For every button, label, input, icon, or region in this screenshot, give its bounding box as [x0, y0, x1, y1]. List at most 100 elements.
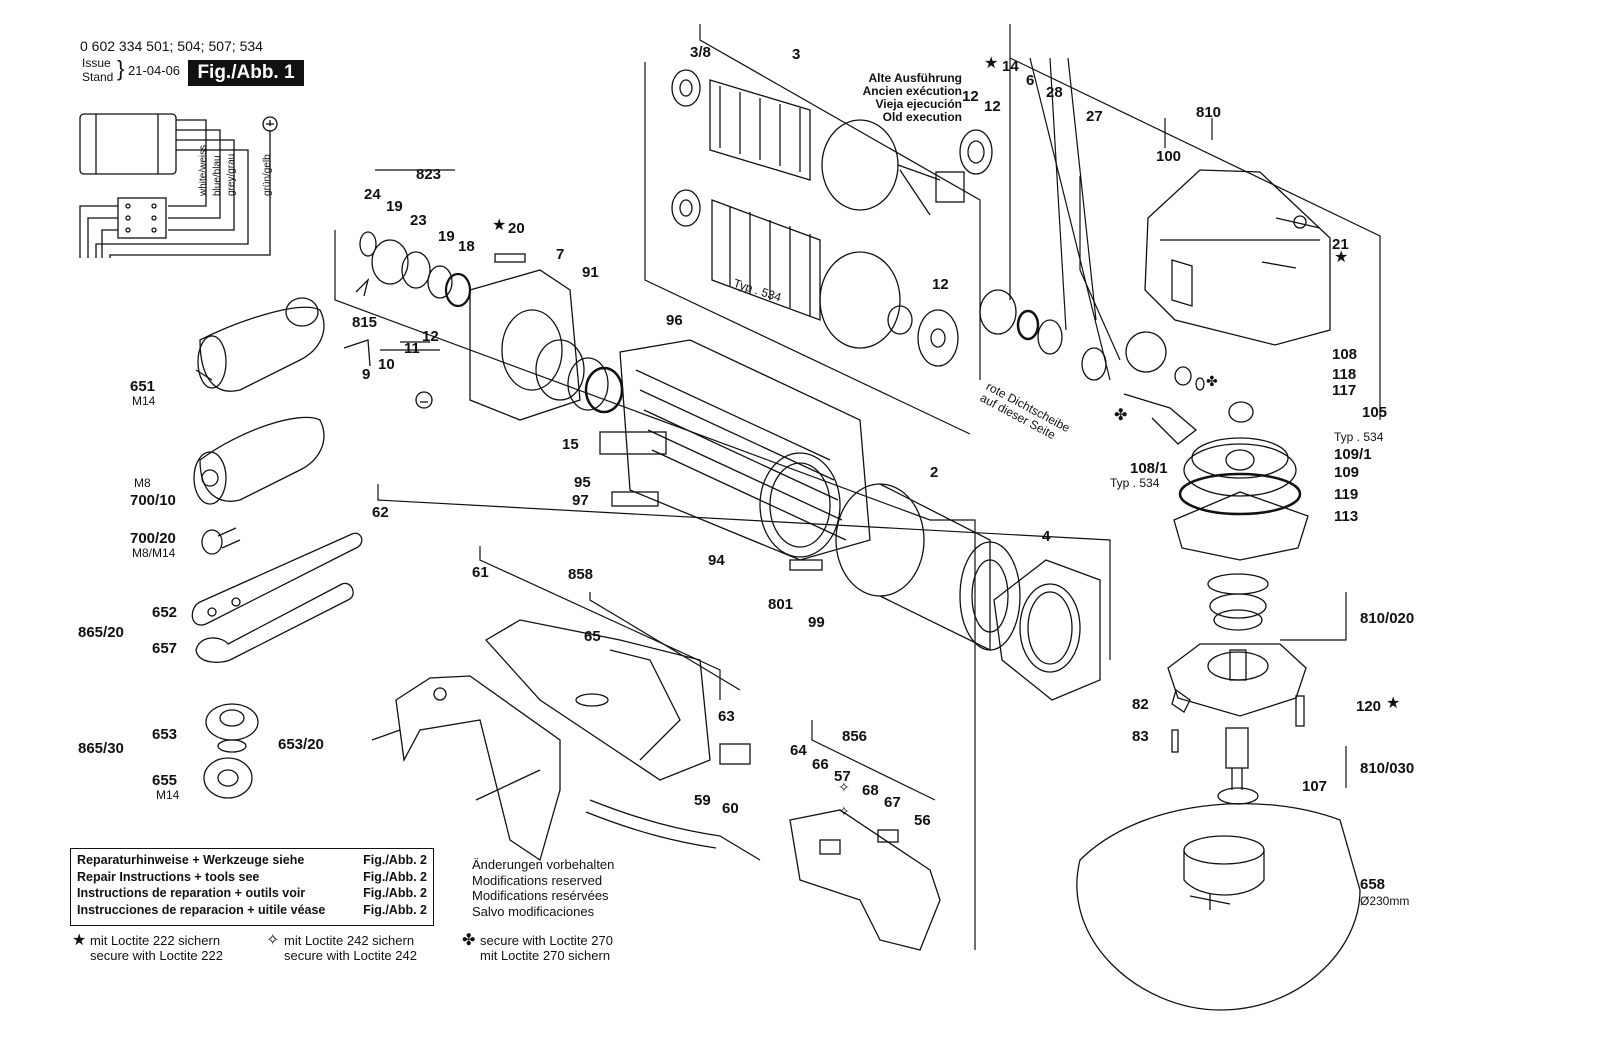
callout-7: 7: [556, 246, 565, 263]
callout-856: 856: [842, 728, 868, 745]
callout-823: 823: [416, 166, 442, 183]
legend-loctite-242: ✧ mit Loctite 242 sichern secure with Lo…: [266, 933, 417, 964]
callout-657: 657: [152, 640, 178, 657]
callout-107: 107: [1302, 778, 1328, 795]
mod-line: Salvo modificaciones: [472, 903, 595, 919]
legend-loctite-222: ★ mit Loctite 222 sichern secure with Lo…: [72, 933, 223, 964]
callout-14: 14: [1002, 58, 1019, 75]
callout-11: 11: [404, 340, 420, 357]
callout-99: 99: [808, 614, 825, 631]
star-icon: ★: [72, 932, 87, 949]
bracket-lines: [334, 24, 1381, 950]
star-icon: ★: [492, 217, 507, 234]
repair-text: Reparaturhinweise + Werkzeuge siehe: [77, 853, 305, 867]
fan-baffle: [993, 559, 1101, 701]
flange-nuts: [203, 703, 259, 799]
callout-865_30: 865/30: [78, 740, 124, 757]
callout-12b: 12: [984, 98, 1001, 115]
callout-24: 24: [364, 186, 381, 203]
callout-18: 18: [458, 238, 475, 255]
repair-row: Repair Instructions + tools see Fig./Abb.…: [77, 869, 427, 886]
repair-row: Reparaturhinweise + Werkzeuge siehe Fig./…: [77, 852, 427, 869]
open-star-icon: ✧: [838, 803, 850, 819]
callout-810_020: 810/020: [1360, 610, 1415, 627]
bearing-parts: [917, 129, 1107, 381]
stator: [835, 483, 1021, 652]
armature-upper: [671, 69, 941, 216]
callout-858: 858: [568, 566, 594, 583]
callout-61: 61: [472, 564, 489, 581]
legend-loctite-270: ✤ secure with Loctite 270 mit Loctite 27…: [462, 933, 613, 964]
repair-text: Instrucciones de reparacion + uitile véa…: [77, 902, 326, 917]
callout-653: 653: [152, 726, 178, 743]
callout-653_20: 653/20: [278, 736, 324, 753]
figure-badge: Fig./Abb. 1: [188, 60, 304, 86]
callout-64: 64: [790, 742, 807, 759]
wire-label-greenyellow: grün/gelb: [262, 154, 273, 196]
star-icon: ★: [1334, 249, 1349, 266]
repair-ref: Fig./Abb. 2: [363, 869, 427, 884]
callout-19a: 19: [386, 198, 403, 215]
callout-12a: 12: [962, 88, 979, 105]
callout-12d: 12: [422, 328, 439, 345]
callout-120: 120: [1356, 698, 1382, 715]
bearing-flange: [469, 253, 624, 421]
screw-700-20: [201, 527, 241, 555]
callout-56: 56: [914, 812, 931, 829]
side-handle-lower: [193, 416, 325, 505]
callout-91: 91: [582, 264, 599, 281]
brace: }: [117, 56, 125, 81]
legend-line: mit Loctite 242 sichern: [284, 933, 415, 948]
legend-line: mit Loctite 222 sichern: [90, 933, 221, 948]
legend-line: mit Loctite 270 sichern: [480, 948, 611, 963]
callout-62: 62: [372, 504, 389, 521]
issue-label: Issue: [82, 56, 111, 70]
open-star-icon: ✧: [838, 779, 850, 795]
repair-row: Instrucciones de reparacion + uitile véa…: [77, 902, 427, 919]
club-icon: ✤: [1114, 407, 1128, 424]
callout-57: 57: [834, 768, 851, 785]
repair-text: Repair Instructions + tools see: [77, 869, 260, 884]
callout-230: Ø230mm: [1360, 894, 1410, 908]
callout-801: 801: [768, 596, 794, 613]
callout-20: 20: [508, 220, 525, 237]
callout-19b: 19: [438, 228, 455, 245]
gear-set: [1123, 331, 1309, 561]
wire-label-grey: grey/grau: [226, 153, 237, 196]
repair-row: Instructions de reparation + outils voir…: [77, 885, 427, 902]
callout-810_030: 810/030: [1360, 760, 1415, 777]
callout-28: 28: [1046, 84, 1063, 101]
callout-117: 117: [1332, 382, 1357, 399]
mod-line: Änderungen vorbehalten: [472, 857, 615, 872]
callout-6: 6: [1026, 72, 1035, 89]
callout-10: 10: [378, 356, 395, 373]
repair-ref: Fig./Abb. 2: [363, 902, 427, 917]
callout-96: 96: [666, 312, 683, 329]
cable-and-module: [585, 799, 941, 951]
callout-27: 27: [1086, 108, 1103, 125]
callout-M8M14: M8/M14: [132, 546, 176, 560]
stand-label: Stand: [82, 70, 114, 84]
legend-line: secure with Loctite 242: [284, 948, 417, 963]
callout-865_20: 865/20: [78, 624, 124, 641]
callout-9: 9: [362, 366, 371, 383]
part-number: 0 602 334 501; 504; 507; 534: [80, 38, 263, 54]
callout-63: 63: [718, 708, 735, 725]
repair-ref: Fig./Abb. 2: [363, 886, 427, 900]
callout-651: 651: [130, 378, 156, 395]
open-star-icon: ✧: [266, 932, 280, 949]
wire-label-blue: blue/blau: [212, 155, 223, 196]
star-icon: ★: [984, 55, 999, 72]
callout-65: 65: [584, 628, 601, 645]
callout-815: 815: [352, 314, 378, 331]
motor-housing: [599, 339, 871, 571]
callout-108_1: 108/1: [1130, 460, 1168, 477]
repair-ref: Fig./Abb. 2: [363, 853, 427, 867]
callout-113: 113: [1334, 508, 1359, 525]
callout-typ534a: Typ . 534: [1334, 430, 1384, 444]
callout-15: 15: [562, 436, 579, 453]
callout-2: 2: [930, 464, 939, 481]
modifications-note: Änderungen vorbehalten Modifications res…: [472, 857, 614, 919]
